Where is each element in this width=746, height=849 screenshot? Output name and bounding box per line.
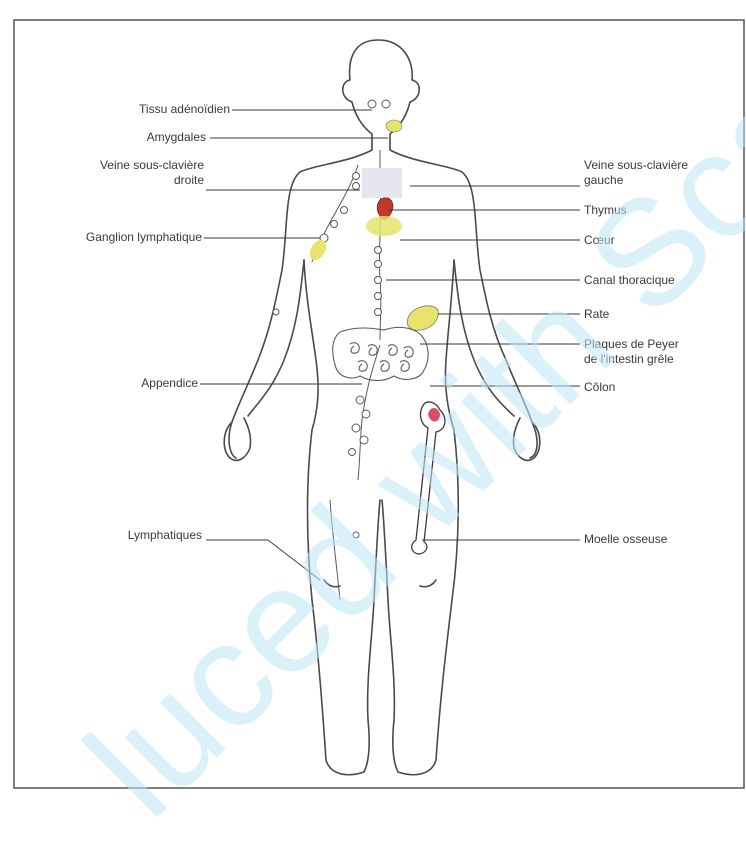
thymus-background <box>362 168 402 198</box>
label-lymphatiques: Lymphatiques <box>40 528 202 543</box>
label-plaques-de-peyer: Plaques de Peyer de l'intestin grêle <box>584 337 744 367</box>
label-veine-sous-claviere-droite: Veine sous-clavière droite <box>30 158 204 188</box>
lymphatic-system-diagram: Tissu adénoïdien Amygdales Veine sous-cl… <box>0 0 746 791</box>
amygdales-shape <box>386 120 402 132</box>
femur-shape <box>412 402 445 554</box>
coeur-shape <box>366 216 402 236</box>
lymph-vessels <box>312 150 381 600</box>
label-canal-thoracique: Canal thoracique <box>584 273 744 288</box>
rate-shape <box>407 306 438 330</box>
label-coeur: Cœur <box>584 233 734 248</box>
label-colon: Côlon <box>584 380 734 395</box>
label-thymus: Thymus <box>584 203 734 218</box>
label-ganglion-lymphatique: Ganglion lymphatique <box>18 230 202 245</box>
label-rate: Rate <box>584 307 734 322</box>
lymph-nodes <box>273 100 390 538</box>
label-tissu-adenoidien: Tissu adénoïdien <box>40 102 230 117</box>
label-appendice: Appendice <box>40 376 198 391</box>
label-veine-sous-claviere-gauche: Veine sous-clavière gauche <box>584 158 744 188</box>
body-illustration <box>0 0 746 791</box>
label-amygdales: Amygdales <box>40 130 206 145</box>
label-moelle-osseuse: Moelle osseuse <box>584 532 734 547</box>
body-outline <box>224 40 540 775</box>
